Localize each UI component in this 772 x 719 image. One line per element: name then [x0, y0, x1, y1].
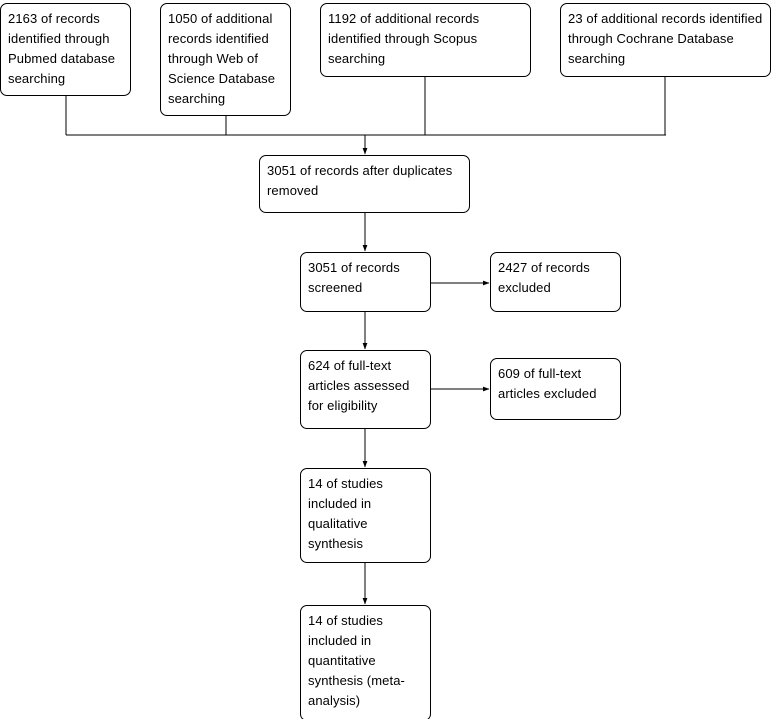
box-fulltext-assessed-eligibility: 624 of full-text articles assessed for e… [300, 350, 431, 429]
box-cochrane-records: 23 of additional records identified thro… [560, 3, 771, 77]
box-duplicates-removed: 3051 of records after duplicates removed [259, 155, 470, 213]
box-quantitative-synthesis: 14 of studies included in quantitative s… [300, 605, 431, 719]
box-records-screened: 3051 of records screened [300, 252, 431, 312]
box-records-excluded: 2427 of records excluded [490, 252, 621, 312]
box-scopus-records: 1192 of additional records identified th… [320, 3, 531, 77]
box-pubmed-records: 2163 of records identified through Pubme… [0, 3, 131, 96]
box-web-of-science-records: 1050 of additional records identified th… [160, 3, 291, 116]
box-fulltext-excluded: 609 of full-text articles excluded [490, 358, 621, 420]
box-qualitative-synthesis: 14 of studies included in qualitative sy… [300, 468, 431, 563]
